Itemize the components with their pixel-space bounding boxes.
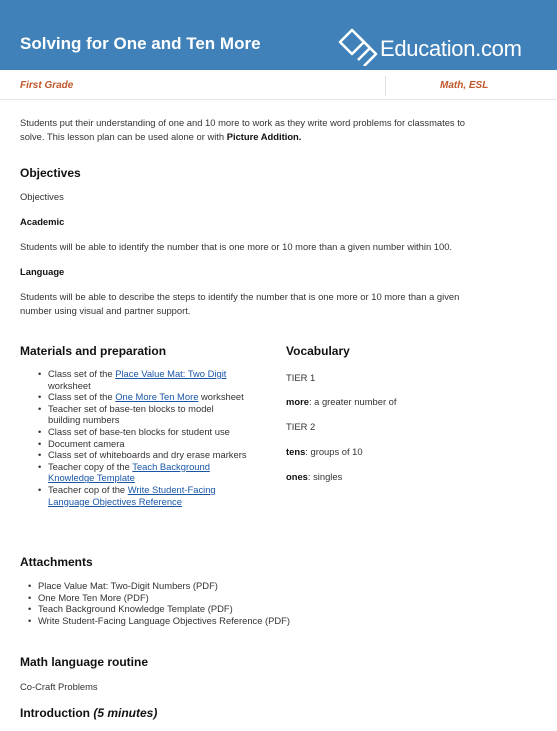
vocabulary-heading: Vocabulary bbox=[286, 344, 350, 358]
vocab-term: tens bbox=[286, 446, 306, 457]
list-item: Teacher set of base-ten blocks to model … bbox=[38, 403, 278, 426]
list-item: Class set of base-ten blocks for student… bbox=[38, 426, 278, 438]
logo-text: Education.com bbox=[380, 36, 522, 61]
item-text: worksheet bbox=[48, 379, 91, 391]
vocab-term-ones: ones: singles bbox=[286, 471, 342, 482]
intro-line-1: Students put their understanding of one … bbox=[20, 117, 466, 128]
vocab-term-more: more: a greater number of bbox=[286, 396, 397, 407]
attachments-heading: Attachments bbox=[20, 555, 93, 569]
attachments-list: Place Value Mat: Two-Digit Numbers (PDF)… bbox=[28, 580, 448, 626]
introduction-heading: Introduction (5 minutes) bbox=[20, 706, 157, 720]
item-text: Teacher cop of the bbox=[48, 483, 128, 495]
objectives-label: Objectives bbox=[20, 191, 64, 202]
language-line-1: Students will be able to describe the st… bbox=[20, 291, 460, 302]
vocab-term: ones bbox=[286, 471, 308, 482]
item-text: Teacher set of base-ten blocks to model bbox=[48, 402, 214, 414]
objectives-heading: Objectives bbox=[20, 166, 81, 180]
place-value-mat-link[interactable]: Place Value Mat: Two Digit bbox=[115, 368, 227, 379]
intro-text: solve. This lesson plan can be used alon… bbox=[20, 131, 227, 142]
item-text: Class set of the bbox=[48, 368, 116, 379]
materials-heading: Materials and preparation bbox=[20, 344, 167, 358]
write-student-facing-link[interactable]: Write Student-Facing bbox=[127, 483, 216, 495]
attachment-label: One More Ten More (PDF) bbox=[38, 591, 149, 603]
page-title: Solving for One and Ten More bbox=[20, 34, 261, 53]
introduction-duration: (5 minutes) bbox=[93, 706, 158, 720]
subject-label: Math, ESL bbox=[440, 80, 489, 91]
vocab-definition: : groups of 10 bbox=[305, 446, 363, 457]
attachment-item[interactable]: Write Student-Facing Language Objectives… bbox=[28, 615, 448, 627]
attachment-item[interactable]: One More Ten More (PDF) bbox=[28, 592, 448, 604]
introduction-label: Introduction bbox=[20, 706, 90, 720]
education-logo-icon bbox=[338, 28, 378, 66]
meta-row: First Grade Math, ESL bbox=[0, 70, 557, 100]
list-item: Class set of whiteboards and dry erase m… bbox=[38, 449, 278, 461]
language-objectives-reference-link[interactable]: Language Objectives Reference bbox=[48, 495, 182, 507]
vocab-term-tens: tens: groups of 10 bbox=[286, 446, 363, 457]
vocab-definition: : singles bbox=[307, 471, 343, 482]
one-more-ten-more-link[interactable]: One More Ten More bbox=[115, 391, 199, 403]
vocab-definition: : a greater number of bbox=[308, 396, 397, 407]
language-heading: Language bbox=[20, 266, 65, 277]
item-text: Class set of base-ten blocks for student… bbox=[48, 425, 230, 437]
list-item: Document camera bbox=[38, 438, 278, 450]
list-item: Class set of the One More Ten More works… bbox=[38, 391, 278, 403]
item-text: building numbers bbox=[48, 414, 120, 426]
routine-text: Co-Craft Problems bbox=[20, 681, 98, 692]
attachment-label: Teach Background Knowledge Template (PDF… bbox=[38, 603, 233, 615]
item-text: Document camera bbox=[48, 437, 125, 449]
item-text: Class set of the bbox=[48, 391, 116, 403]
intro-bold-link: Picture Addition. bbox=[226, 131, 302, 142]
knowledge-template-link[interactable]: Knowledge Template bbox=[48, 472, 135, 484]
attachment-item[interactable]: Place Value Mat: Two-Digit Numbers (PDF) bbox=[28, 580, 448, 592]
attachment-label: Place Value Mat: Two-Digit Numbers (PDF) bbox=[38, 580, 218, 591]
intro-line-2: solve. This lesson plan can be used alon… bbox=[20, 130, 540, 144]
routine-heading: Math language routine bbox=[20, 655, 149, 669]
item-text: worksheet bbox=[198, 391, 244, 403]
academic-heading: Academic bbox=[20, 216, 65, 227]
item-text: Class set of whiteboards and dry erase m… bbox=[48, 449, 247, 461]
vocab-term: more bbox=[286, 396, 309, 407]
header-banner: Solving for One and Ten More Education.c… bbox=[0, 0, 557, 70]
academic-text: Students will be able to identify the nu… bbox=[20, 241, 453, 252]
vocab-tier-1: TIER 1 bbox=[286, 372, 316, 383]
language-text: Students will be able to describe the st… bbox=[20, 290, 540, 318]
list-item: Teacher cop of the Write Student-Facing … bbox=[38, 484, 278, 507]
intro-paragraph: Students put their understanding of one … bbox=[20, 116, 540, 144]
attachment-item[interactable]: Teach Background Knowledge Template (PDF… bbox=[28, 603, 448, 615]
materials-list: Class set of the Place Value Mat: Two Di… bbox=[38, 368, 278, 507]
list-item: Teacher copy of the Teach Background Kno… bbox=[38, 461, 278, 484]
list-item: Class set of the Place Value Mat: Two Di… bbox=[38, 368, 278, 391]
language-line-2: number using visual and partner support. bbox=[20, 305, 191, 316]
grade-label: First Grade bbox=[20, 80, 74, 91]
vocab-tier-2: TIER 2 bbox=[286, 421, 316, 432]
meta-divider bbox=[385, 76, 386, 96]
teach-background-link[interactable]: Teach Background bbox=[132, 460, 210, 472]
item-text: Teacher copy of the bbox=[48, 460, 133, 472]
attachment-label: Write Student-Facing Language Objectives… bbox=[38, 614, 291, 626]
